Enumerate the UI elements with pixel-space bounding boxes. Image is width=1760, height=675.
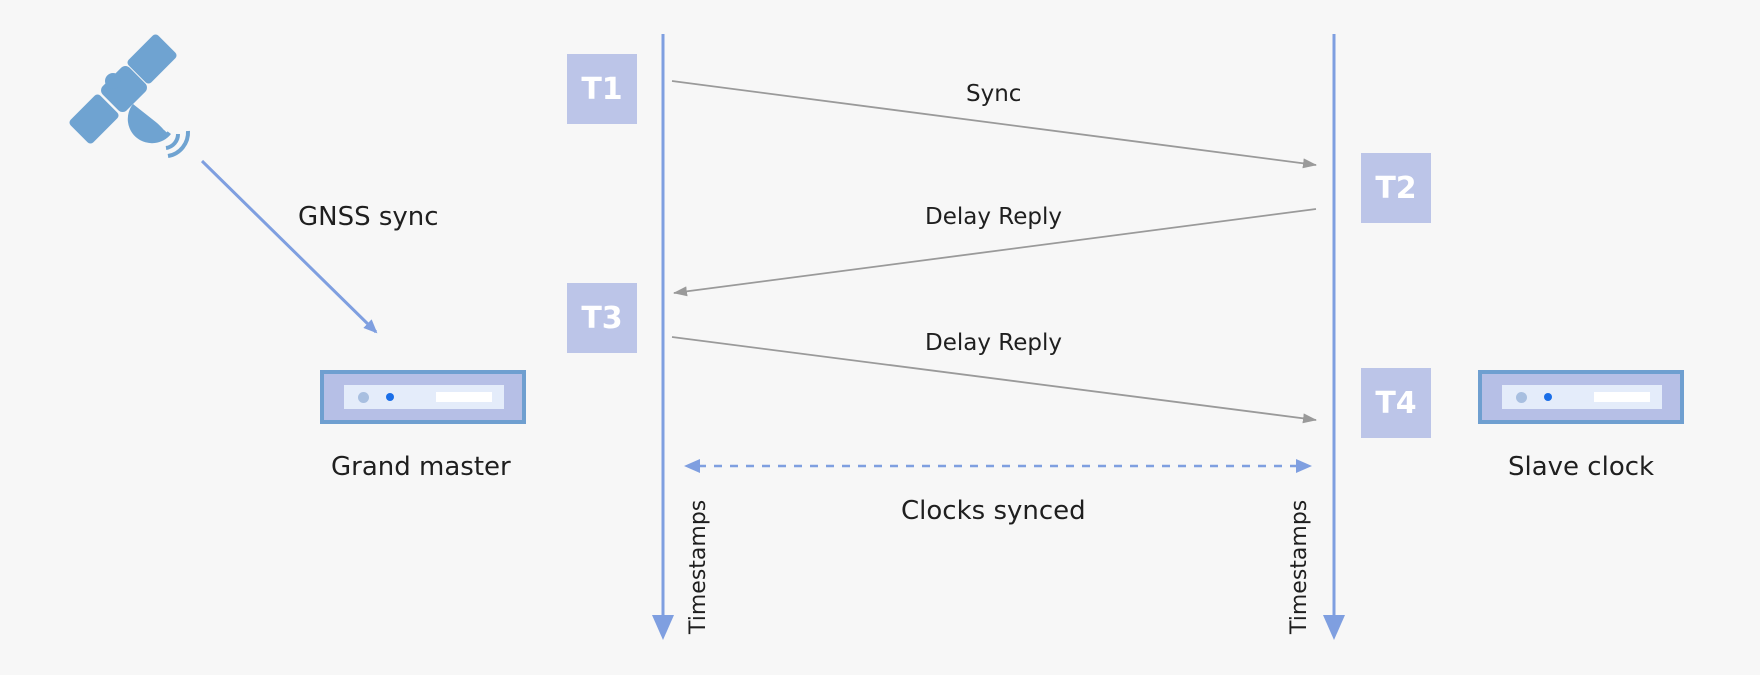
timestamps-right-label: Timestamps bbox=[1287, 499, 1312, 634]
timeline-left-arrowhead bbox=[652, 615, 674, 640]
delay-reply-label-1: Delay Reply bbox=[925, 204, 1062, 230]
gnss-sync-arrow bbox=[200, 159, 378, 334]
clocks-synced-arrowhead-left bbox=[684, 459, 700, 473]
power-led-icon bbox=[1544, 393, 1552, 401]
timestamp-t1: T1 bbox=[567, 54, 637, 124]
delay-reply-label-2: Delay Reply bbox=[925, 330, 1062, 356]
display-bar bbox=[1594, 392, 1650, 402]
sync-message-label: Sync bbox=[966, 81, 1022, 107]
device-screen bbox=[344, 385, 504, 409]
gnss-sync-label: GNSS sync bbox=[298, 202, 439, 232]
status-led-icon bbox=[358, 392, 369, 403]
timestamp-t4: T4 bbox=[1361, 368, 1431, 438]
delay-reply-arrow-2 bbox=[671, 336, 1317, 424]
timestamp-t3: T3 bbox=[567, 283, 637, 353]
satellite-icon bbox=[69, 34, 191, 158]
slave-clock-label: Slave clock bbox=[1508, 452, 1655, 482]
device-screen bbox=[1502, 385, 1662, 409]
clocks-synced-label: Clocks synced bbox=[901, 496, 1086, 526]
timeline-right-arrowhead bbox=[1323, 615, 1345, 640]
grand-master-label: Grand master bbox=[331, 452, 511, 482]
timestamps-left-label: Timestamps bbox=[686, 499, 711, 634]
delay-reply-arrow-1 bbox=[673, 208, 1317, 297]
timestamp-t2: T2 bbox=[1361, 153, 1431, 223]
power-led-icon bbox=[386, 393, 394, 401]
clocks-synced-arrowhead-right bbox=[1296, 459, 1312, 473]
grand-master-server-icon bbox=[320, 370, 526, 424]
sync-arrow bbox=[671, 80, 1317, 169]
slave-clock-server-icon bbox=[1478, 370, 1684, 424]
display-bar bbox=[436, 392, 492, 402]
status-led-icon bbox=[1516, 392, 1527, 403]
